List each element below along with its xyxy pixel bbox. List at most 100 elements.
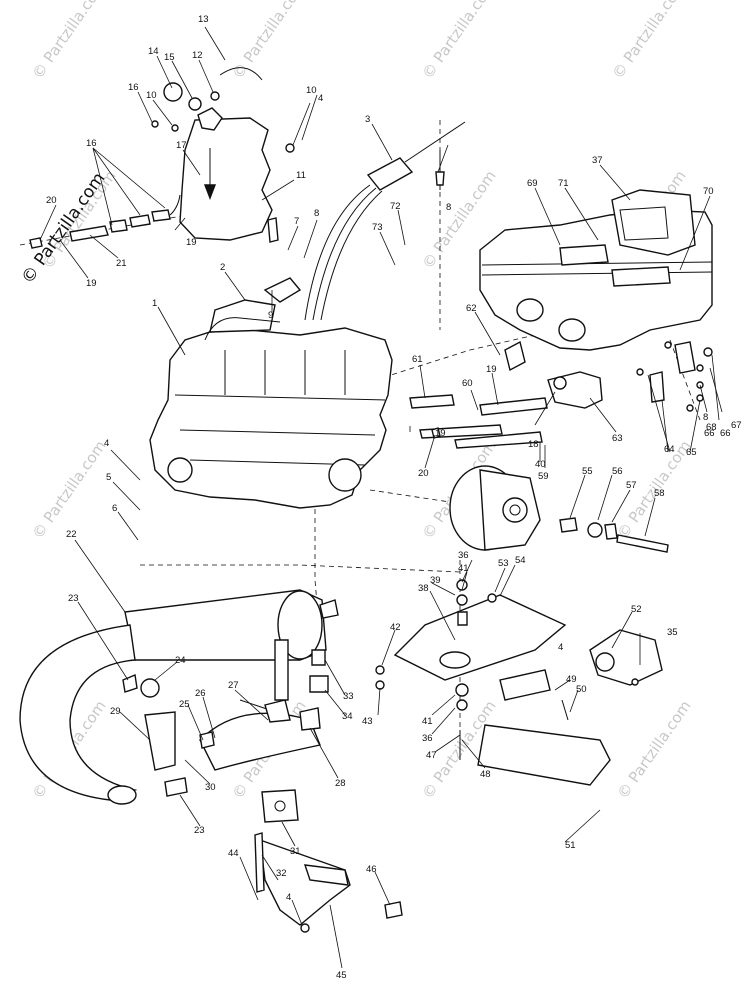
muffler (19, 589, 339, 805)
callout-19: 19 (435, 428, 446, 439)
callout-4: 4 (104, 438, 109, 449)
callout-29: 29 (110, 706, 121, 717)
mount-plate (375, 579, 611, 786)
fuel-line-fittings (29, 194, 279, 249)
callout-45: 45 (336, 970, 347, 981)
callout-57: 57 (626, 480, 637, 491)
oil-tank (151, 67, 295, 241)
callout-2: 2 (220, 262, 225, 273)
callout-7: 7 (294, 216, 299, 227)
watermark-faint: © Partzilla.com (609, 0, 690, 82)
callout-14: 14 (148, 46, 159, 57)
callout-32: 32 (276, 868, 287, 879)
callout-4: 4 (286, 892, 291, 903)
callout-27: 27 (228, 680, 239, 691)
callout-68: 68 (706, 422, 717, 433)
callout-20: 20 (46, 195, 57, 206)
lower-bracket (254, 832, 403, 933)
callout-10: 10 (306, 85, 317, 96)
callout-54: 54 (515, 555, 526, 566)
callout-5: 5 (106, 472, 111, 483)
callout-6: 6 (112, 503, 117, 514)
control-cables (304, 121, 466, 321)
callout-19: 19 (186, 237, 197, 248)
callout-19: 19 (86, 278, 97, 289)
callout-51: 51 (565, 840, 576, 851)
callout-35: 35 (667, 627, 678, 638)
callout-66: 66 (720, 428, 731, 439)
callout-28: 28 (335, 778, 346, 789)
callout-1: 1 (152, 298, 157, 309)
callout-73: 73 (372, 222, 383, 233)
leader-lines (39, 26, 723, 969)
tank-hardware (636, 341, 713, 412)
callout-60: 60 (462, 378, 473, 389)
exhaust-mounting (122, 639, 329, 823)
callout-10: 10 (146, 90, 157, 101)
callout-63: 63 (612, 433, 623, 444)
callout-19: 19 (486, 364, 497, 375)
callout-50: 50 (576, 684, 587, 695)
callout-23: 23 (68, 593, 79, 604)
callout-21: 21 (116, 258, 127, 269)
callout-8: 8 (446, 202, 451, 213)
callout-8: 8 (703, 412, 708, 423)
callout-44: 44 (228, 848, 239, 859)
callout-4: 4 (318, 93, 323, 104)
callout-39: 39 (430, 575, 441, 586)
callout-16: 16 (86, 138, 97, 149)
watermark-faint: © Partzilla.com (419, 0, 500, 82)
callout-15: 15 (164, 52, 175, 63)
callout-41: 41 (458, 563, 469, 574)
callout-16: 16 (128, 82, 139, 93)
callout-56: 56 (612, 466, 623, 477)
callout-49: 49 (566, 674, 577, 685)
callout-13: 13 (198, 14, 209, 25)
callout-72: 72 (390, 201, 401, 212)
callout-65: 65 (686, 447, 697, 458)
callout-24: 24 (175, 655, 186, 666)
callout-47: 47 (426, 750, 437, 761)
callout-11: 11 (296, 170, 306, 181)
callout-4: 4 (558, 642, 563, 653)
callout-55: 55 (582, 466, 593, 477)
callout-36: 36 (422, 733, 433, 744)
callout-17: 17 (176, 140, 187, 151)
callout-53: 53 (498, 558, 509, 569)
callout-22: 22 (66, 529, 77, 540)
callout-34: 34 (342, 711, 353, 722)
watermark-faint: © Partzilla.com (29, 437, 110, 542)
callout-31: 31 (290, 846, 301, 857)
fuel-tank (479, 189, 713, 372)
callout-37: 37 (592, 155, 603, 166)
callout-42: 42 (390, 622, 401, 633)
callout-52: 52 (631, 604, 642, 615)
engine (149, 277, 393, 509)
callout-46: 46 (366, 864, 377, 875)
callout-26: 26 (195, 688, 206, 699)
callout-labels: 13 14 15 12 16 10 10 4 3 37 69 71 70 16 … (46, 14, 742, 981)
callout-70: 70 (703, 186, 714, 197)
callout-64: 64 (664, 444, 675, 455)
fuel-pump (409, 371, 603, 449)
callout-8: 8 (314, 208, 319, 219)
watermark-faint: © Partzilla.com (29, 0, 110, 82)
watermark-faint: © Partzilla.com (229, 0, 310, 82)
callout-69: 69 (527, 178, 538, 189)
callout-18: 18 (528, 439, 539, 450)
callout-25: 25 (179, 699, 190, 710)
callout-3: 3 (365, 114, 370, 125)
callout-58: 58 (654, 488, 665, 499)
callout-9: 9 (268, 310, 273, 321)
callout-43: 43 (362, 716, 373, 727)
callout-36: 36 (458, 550, 469, 561)
callout-33: 33 (343, 691, 354, 702)
callout-20: 20 (418, 468, 429, 479)
callout-61: 61 (412, 354, 423, 365)
callout-38: 38 (418, 583, 429, 594)
callout-71: 71 (558, 178, 569, 189)
recoil-starter (449, 465, 669, 553)
callout-67: 67 (731, 420, 742, 431)
callout-66: 66 (704, 428, 715, 439)
